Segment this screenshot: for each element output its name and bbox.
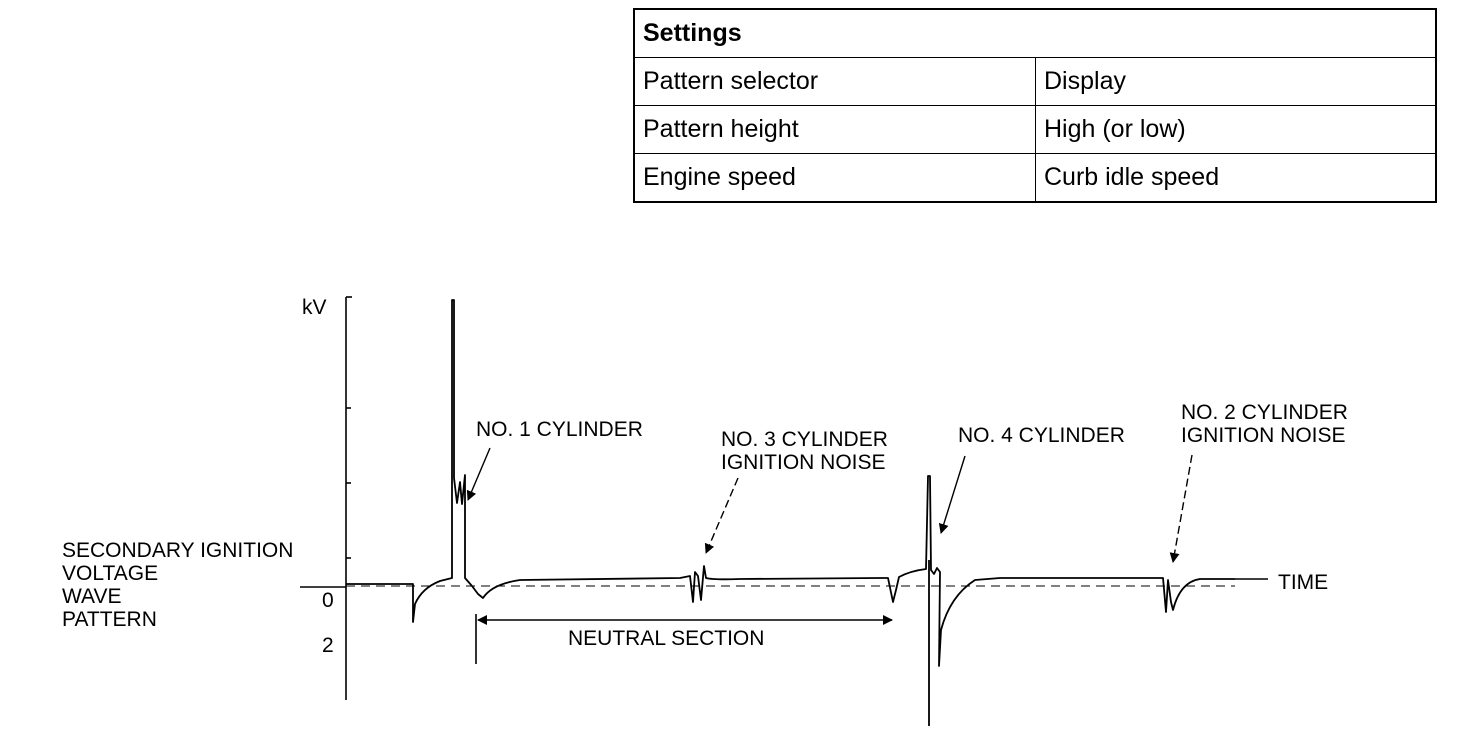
side-label-line-4: PATTERN — [62, 608, 157, 631]
arrow-cylinder-2 — [1169, 454, 1193, 563]
secondary-voltage-waveform — [346, 299, 1235, 667]
settings-value: High (or low) — [1035, 105, 1437, 154]
settings-table: Settings Pattern selector Display Patter… — [633, 8, 1437, 203]
settings-row: Pattern height High (or low) — [633, 105, 1437, 154]
settings-item: Pattern height — [633, 105, 1036, 154]
side-label-line-2: VOLTAGE — [62, 562, 158, 585]
settings-row: Engine speed Curb idle speed — [633, 153, 1437, 203]
y-axis-unit: kV — [302, 296, 327, 319]
tick-label-zero: 0 — [322, 589, 334, 612]
settings-item: Pattern selector — [633, 57, 1036, 106]
neutral-section-label: NEUTRAL SECTION — [568, 627, 764, 650]
settings-value: Display — [1035, 57, 1437, 106]
side-label-line-1: SECONDARY IGNITION — [62, 539, 293, 562]
callout-cylinder-3-line-2: IGNITION NOISE — [721, 451, 886, 474]
callout-cylinder-1: NO. 1 CYLINDER — [476, 418, 643, 441]
arrow-cylinder-3 — [704, 477, 739, 554]
callout-cylinder-2-line-2: IGNITION NOISE — [1181, 424, 1346, 447]
settings-item: Engine speed — [633, 153, 1036, 203]
y-axis — [300, 296, 352, 700]
callout-cylinder-3-line-1: NO. 3 CYLINDER — [721, 428, 888, 451]
callout-cylinder-2-line-1: NO. 2 CYLINDER — [1181, 401, 1348, 424]
settings-value: Curb idle speed — [1035, 153, 1437, 203]
tick-label-two: 2 — [322, 634, 334, 657]
arrow-cylinder-1 — [466, 447, 491, 501]
callout-cylinder-4: NO. 4 CYLINDER — [958, 424, 1125, 447]
side-label-line-3: WAVE — [62, 585, 122, 608]
time-axis-label: TIME — [1278, 571, 1328, 594]
arrow-cylinder-4 — [938, 455, 966, 534]
settings-row: Pattern selector Display — [633, 57, 1437, 106]
